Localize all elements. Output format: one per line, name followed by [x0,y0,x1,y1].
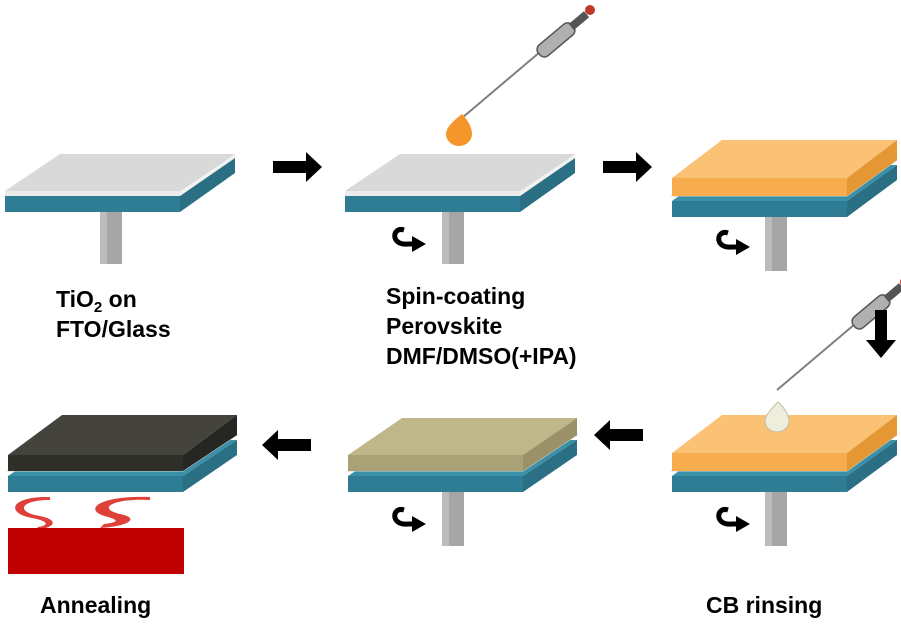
droplet-icon [446,114,472,146]
arrow-down-icon [866,310,896,358]
arrow-left-icon [594,420,643,450]
label-step-2: Spin-coating Perovskite DMF/DMSO(+IPA) [386,283,577,369]
arrow-left-icon [262,430,311,460]
rotate-icon [719,232,750,255]
arrow-right-icon [603,152,652,182]
label-step-1: TiO2 on FTO/Glass [56,286,171,342]
substrate-step-4 [670,276,901,546]
label-step-4: CB rinsing [706,592,823,618]
heat-wave-icon [95,496,150,528]
label-step-6: Annealing [40,592,152,618]
rotate-icon [719,509,750,532]
substrate-step-6 [6,415,239,574]
heat-wave-icon [15,496,53,530]
hot-plate [8,528,184,574]
arrow-right-icon [273,152,322,182]
rotate-icon [395,229,426,252]
substrate-step-3 [670,140,899,271]
rotate-icon [395,509,426,532]
pipette-icon [461,4,596,119]
substrate-step-2 [345,4,596,264]
substrate-step-1 [5,154,235,264]
droplet-icon [764,401,790,433]
substrate-step-5 [346,418,579,546]
